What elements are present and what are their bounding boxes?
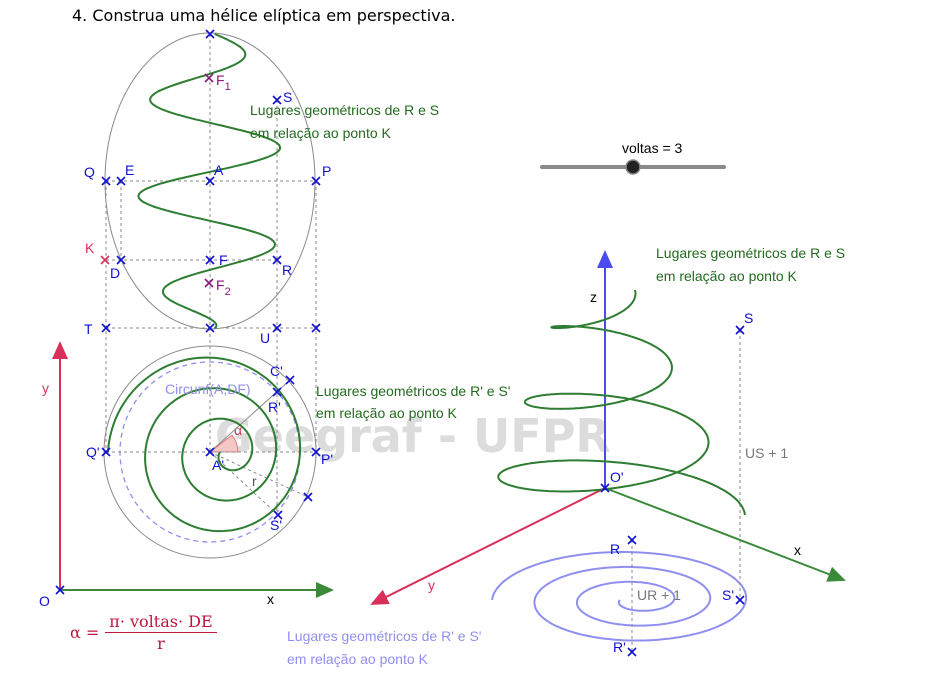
caption-perspective-line1: Lugares geométricos de R e S: [656, 245, 845, 261]
label-persp-z: z: [590, 289, 597, 305]
alpha-formula: α = π· voltas· DE r: [70, 612, 217, 653]
label-r: R: [282, 262, 292, 278]
label-persp-x: x: [794, 542, 801, 558]
caption-elevation-line1: Lugares geométricos de R e S: [250, 102, 439, 118]
perspective-construction-lines: [631, 330, 741, 652]
label-s: S: [283, 89, 292, 105]
caption-perspective-plan-line1: Lugares geométricos de R' e S': [287, 628, 481, 644]
plan-origin-mark: [55, 585, 65, 595]
label-q1: Q': [86, 444, 100, 460]
label-f1: F1: [216, 72, 231, 93]
label-e: E: [125, 162, 134, 178]
label-a1: A': [212, 457, 224, 473]
label-persp-s: S: [744, 310, 753, 326]
label-alpha: α: [234, 422, 242, 438]
label-plan-x: x: [267, 591, 274, 607]
label-c1: C': [270, 363, 283, 379]
label-p1: P': [321, 451, 333, 467]
slider-handle[interactable]: [625, 159, 641, 175]
focus-marks: [204, 73, 214, 288]
label-f2: F2: [216, 277, 231, 298]
formula-fraction: π· voltas· DE r: [105, 612, 217, 653]
label-persp-o1: O': [610, 469, 624, 485]
caption-plan-line1: Lugares geométricos de R' e S': [316, 383, 510, 399]
perspective-elliptic-helix: [497, 289, 746, 516]
formula-denominator: r: [157, 634, 165, 653]
elevation-points: [101, 29, 321, 333]
formula-numerator: π· voltas· DE: [105, 612, 217, 633]
alpha-angle-sector: [208, 434, 239, 453]
label-persp-r1: R': [613, 639, 626, 655]
caption-perspective-plan-line2: em relação ao ponto K: [287, 651, 429, 667]
label-d: D: [110, 265, 120, 281]
formula-lhs: α =: [70, 623, 100, 642]
plan-points: [101, 375, 321, 520]
persp-y-axis: [370, 487, 606, 605]
caption-elevation-line2: em relação ao ponto K: [250, 125, 392, 141]
label-us-plus-1: US + 1: [745, 445, 788, 461]
label-persp-y: y: [428, 577, 435, 593]
label-a: A: [214, 162, 224, 178]
elevation-elliptic-helix: [137, 33, 282, 329]
label-s1: S': [270, 517, 282, 533]
label-r1: R': [268, 399, 281, 415]
label-radius-r: r: [252, 473, 257, 489]
caption-plan-line2: em relação ao ponto K: [316, 405, 458, 421]
page-title: 4. Construa uma hélice elíptica em persp…: [72, 6, 456, 25]
label-plan-y: y: [42, 380, 49, 396]
persp-x-axis: [604, 487, 846, 582]
label-circunf: Circunf(A,DF): [165, 381, 251, 397]
slider-label: voltas = 3: [622, 140, 683, 156]
perspective-points: [600, 325, 745, 657]
watermark: Geegraf - UFPR: [215, 409, 611, 463]
label-persp-r: R: [610, 541, 620, 557]
label-t: T: [84, 321, 93, 337]
perspective-plan-spiral: [491, 551, 748, 642]
plan-spiral: [107, 356, 302, 533]
point-k-mark: [100, 255, 110, 265]
label-ur-plus-1: UR + 1: [637, 587, 681, 603]
label-k: K: [85, 240, 95, 256]
label-plan-o: O: [39, 593, 50, 609]
label-f: F: [219, 252, 228, 268]
label-u: U: [260, 330, 270, 346]
label-persp-s1: S': [722, 587, 734, 603]
label-q: Q: [84, 164, 95, 180]
label-p: P: [322, 163, 331, 179]
caption-perspective-line2: em relação ao ponto K: [656, 268, 798, 284]
